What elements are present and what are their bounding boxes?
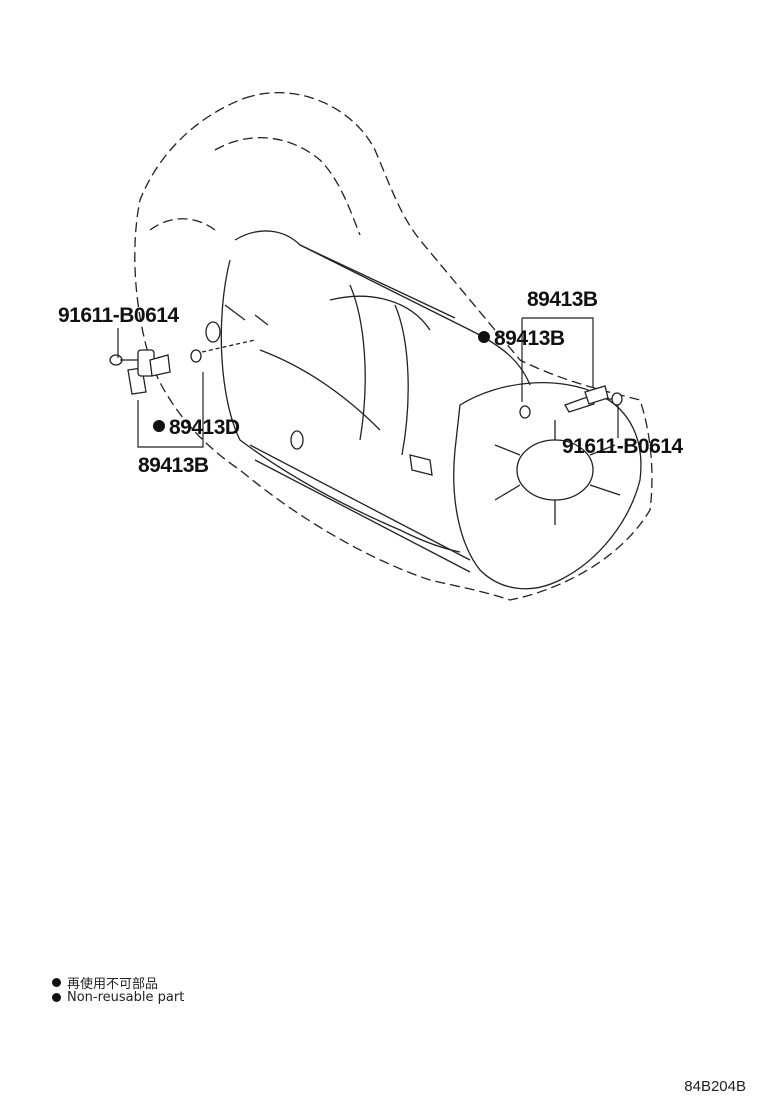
left-sensor-assembly	[109, 339, 256, 395]
callout-left-bolt: 91611-B0614	[58, 304, 179, 327]
legend-en-text: Non-reusable part	[67, 990, 185, 1005]
non-reusable-marker-right	[478, 331, 490, 343]
leader-lines	[117, 317, 619, 448]
transmission-outline	[134, 92, 653, 601]
right-sensor-assembly	[519, 385, 623, 419]
legend-en: Non-reusable part	[52, 990, 184, 1005]
callout-labels: 91611-B0614 89413D 89413B 89413B 89413B …	[58, 288, 684, 477]
legend-jp-text: 再使用不可部品	[67, 977, 159, 992]
callout-right-sensor: 89413B	[494, 327, 565, 350]
non-reusable-bullet-icon	[52, 993, 61, 1002]
transmission-body	[205, 230, 642, 590]
non-reusable-bullet-icon	[52, 978, 61, 987]
callout-right-bolt: 91611-B0614	[562, 435, 683, 458]
legend-jp: 再使用不可部品	[52, 973, 158, 992]
non-reusable-marker-left	[153, 420, 165, 432]
callout-left-sensor: 89413B	[138, 454, 209, 477]
diagram-code: 84B204B	[684, 1078, 746, 1095]
callout-left-gasket: 89413D	[169, 416, 240, 439]
callout-right-group: 89413B	[527, 288, 598, 311]
